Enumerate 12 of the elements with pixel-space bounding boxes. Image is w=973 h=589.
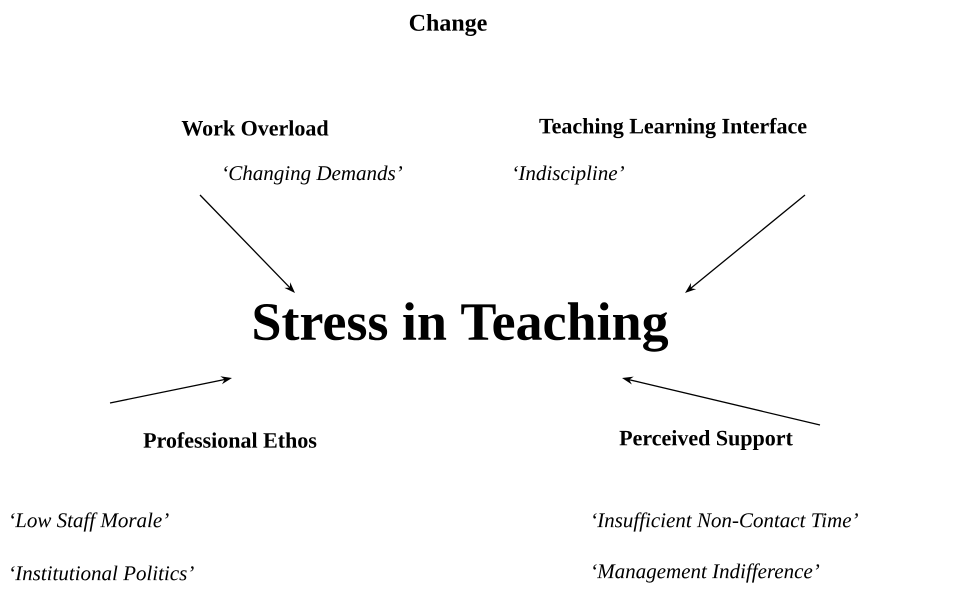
quote-text: ‘Changing Demands’: [224, 165, 402, 185]
quote-text: ‘Institutional Politics’: [11, 566, 194, 580]
factor-heading: Teaching Learning Interface: [539, 118, 806, 138]
title: Change: [410, 14, 487, 36]
factor-heading: Perceived Support: [620, 430, 793, 450]
quote-text: ‘Management Indifference’: [593, 563, 820, 583]
factor-heading: Work Overload: [182, 120, 328, 136]
quote-text: ‘Indiscipline’: [514, 165, 624, 185]
factor-heading: Professional Ethos: [144, 432, 316, 448]
central-title: Stress in Teaching: [254, 302, 668, 352]
quote-text: ‘Low Staff Morale’: [11, 512, 169, 532]
quote-text: ‘Insufficient Non-Contact Time’: [593, 512, 858, 532]
